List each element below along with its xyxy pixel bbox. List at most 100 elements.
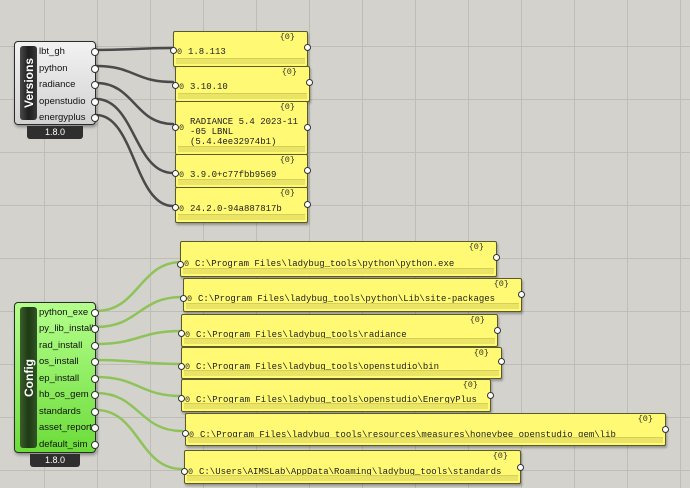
output-port[interactable] bbox=[91, 98, 99, 106]
panel-input-port[interactable] bbox=[172, 124, 179, 131]
panel-footer bbox=[188, 437, 663, 443]
config-component-body[interactable]: Config python_exe py_lib_install rad_ins… bbox=[14, 302, 99, 453]
panel-item-count: {0} bbox=[468, 242, 484, 252]
panel-output-port[interactable] bbox=[498, 358, 505, 365]
panel-input-port[interactable] bbox=[182, 430, 189, 437]
panel-item-index: 0 bbox=[179, 82, 185, 92]
panel-standards-path[interactable]: {0} 0 C:\Users\AIMSLab\AppData\Roaming\l… bbox=[181, 450, 524, 484]
panel-output-port[interactable] bbox=[493, 254, 500, 261]
panel-hb-os-gem-path[interactable]: {0} 0 C:\Program Files\ladybug_tools\res… bbox=[182, 413, 669, 446]
panel-output-port[interactable] bbox=[487, 392, 494, 399]
output-ep-install: ep_install bbox=[39, 373, 80, 384]
config-wire bbox=[94, 260, 184, 313]
panel-input-port[interactable] bbox=[172, 82, 179, 89]
output-port[interactable] bbox=[91, 65, 99, 73]
panel-item-count: {0} bbox=[492, 451, 508, 461]
output-python-exe: python_exe bbox=[39, 307, 89, 318]
panel-text: C:\Users\AIMSLab\AppData\Roaming\ladybug… bbox=[199, 467, 502, 477]
output-port[interactable] bbox=[91, 424, 99, 432]
output-asset-report: asset_report bbox=[39, 422, 92, 433]
panel-text: 1.8.113 bbox=[188, 47, 226, 57]
panel-output-port[interactable] bbox=[304, 167, 311, 174]
panel-input-port[interactable] bbox=[178, 330, 185, 337]
panel-footer bbox=[178, 146, 305, 152]
output-port[interactable] bbox=[91, 114, 99, 122]
panel-python-exe-path[interactable]: {0} 0 C:\Program Files\ladybug_tools\pyt… bbox=[177, 241, 500, 277]
panel-os-install-path[interactable]: {0} 0 C:\Program Files\ladybug_tools\ope… bbox=[178, 347, 505, 379]
versions-component-body[interactable]: Versions lbt_gh python radiance openstud… bbox=[14, 41, 99, 125]
panel-output-port[interactable] bbox=[662, 426, 669, 433]
version-wire bbox=[94, 113, 175, 208]
panel-footer bbox=[183, 268, 494, 274]
config-wire bbox=[94, 329, 184, 346]
panel-footer bbox=[176, 58, 305, 64]
panel-input-port[interactable] bbox=[178, 363, 185, 370]
panel-input-port[interactable] bbox=[172, 204, 179, 211]
panel-input-port[interactable] bbox=[170, 47, 177, 54]
panel-item-index: 0 bbox=[184, 259, 190, 269]
panel-openstudio-version[interactable]: {0} 0 3.9.0+c77fbb9569 bbox=[172, 154, 311, 188]
panel-energyplus-version[interactable]: {0} 0 24.2.0-94a887817b bbox=[172, 187, 311, 223]
panel-item-index: 0 bbox=[185, 395, 191, 405]
panel-footer bbox=[186, 303, 519, 309]
panel-input-port[interactable] bbox=[180, 295, 187, 302]
panel-rad-install-path[interactable]: {0} 0 C:\Program Files\ladybug_tools\rad… bbox=[178, 314, 501, 347]
panel-output-port[interactable] bbox=[517, 464, 524, 471]
panel-input-port[interactable] bbox=[181, 468, 188, 475]
panel-item-count: {0} bbox=[637, 414, 653, 424]
config-wire bbox=[94, 408, 184, 471]
output-port[interactable] bbox=[91, 342, 99, 350]
versions-component[interactable]: Versions lbt_gh python radiance openstud… bbox=[14, 41, 99, 139]
config-title-bar[interactable]: Config bbox=[20, 307, 37, 448]
panel-footer bbox=[178, 93, 307, 99]
panel-input-port[interactable] bbox=[172, 170, 179, 177]
panel-footer bbox=[184, 403, 488, 409]
panel-input-port[interactable] bbox=[177, 261, 184, 268]
panel-output-port[interactable] bbox=[518, 291, 525, 298]
panel-footer bbox=[178, 214, 305, 220]
panel-output-port[interactable] bbox=[494, 327, 501, 334]
output-port[interactable] bbox=[91, 358, 99, 366]
config-wire bbox=[94, 391, 184, 433]
panel-footer bbox=[178, 179, 305, 185]
panel-text: C:\Program Files\ladybug_tools\resources… bbox=[200, 430, 616, 440]
panel-py-lib-install-path[interactable]: {0} 0 C:\Program Files\ladybug_tools\pyt… bbox=[180, 278, 525, 312]
output-port[interactable] bbox=[91, 375, 99, 383]
config-component[interactable]: Config python_exe py_lib_install rad_ins… bbox=[14, 302, 99, 467]
output-port[interactable] bbox=[91, 309, 99, 317]
panel-output-port[interactable] bbox=[304, 44, 311, 51]
panel-output-port[interactable] bbox=[304, 124, 311, 131]
panel-item-count: {0} bbox=[493, 279, 509, 289]
panel-item-count: {0} bbox=[462, 380, 478, 390]
panel-text: 24.2.0-94a887817b bbox=[190, 204, 282, 214]
output-port[interactable] bbox=[91, 408, 99, 416]
panel-item-index: 0 bbox=[185, 330, 191, 340]
versions-title-bar[interactable]: Versions bbox=[20, 46, 37, 120]
panel-item-count: {0} bbox=[279, 102, 295, 112]
output-port[interactable] bbox=[91, 325, 99, 333]
output-port[interactable] bbox=[91, 81, 99, 89]
panel-item-count: {0} bbox=[473, 348, 489, 358]
panel-item-count: {0} bbox=[279, 32, 295, 42]
output-port[interactable] bbox=[91, 48, 99, 56]
output-rad-install: rad_install bbox=[39, 340, 83, 351]
panel-python-version[interactable]: {0} 0 3.10.10 bbox=[172, 66, 313, 102]
version-wire bbox=[94, 97, 175, 175]
panel-ep-install-path[interactable]: {0} 0 C:\Program Files\ladybug_tools\ope… bbox=[178, 379, 494, 412]
panel-text: C:\Program Files\ladybug_tools\python\py… bbox=[195, 259, 455, 269]
panel-footer bbox=[184, 370, 499, 376]
panel-output-port[interactable] bbox=[306, 79, 313, 86]
panel-item-index: 0 bbox=[177, 47, 183, 57]
output-openstudio: openstudio bbox=[39, 96, 86, 107]
panel-item-index: 0 bbox=[179, 204, 185, 214]
panel-input-port[interactable] bbox=[178, 395, 185, 402]
panel-lbt-gh-version[interactable]: {0} 0 1.8.113 bbox=[170, 31, 311, 67]
panel-radiance-version[interactable]: {0} 0 RADIANCE 5.4 2023-11 -05 LBNL (5.4… bbox=[172, 101, 311, 155]
output-port[interactable] bbox=[91, 441, 99, 449]
config-wire bbox=[94, 295, 184, 329]
version-wire bbox=[94, 81, 175, 126]
output-radiance: radiance bbox=[39, 79, 76, 90]
panel-item-count: {0} bbox=[279, 155, 295, 165]
panel-output-port[interactable] bbox=[304, 201, 311, 208]
output-port[interactable] bbox=[91, 391, 99, 399]
